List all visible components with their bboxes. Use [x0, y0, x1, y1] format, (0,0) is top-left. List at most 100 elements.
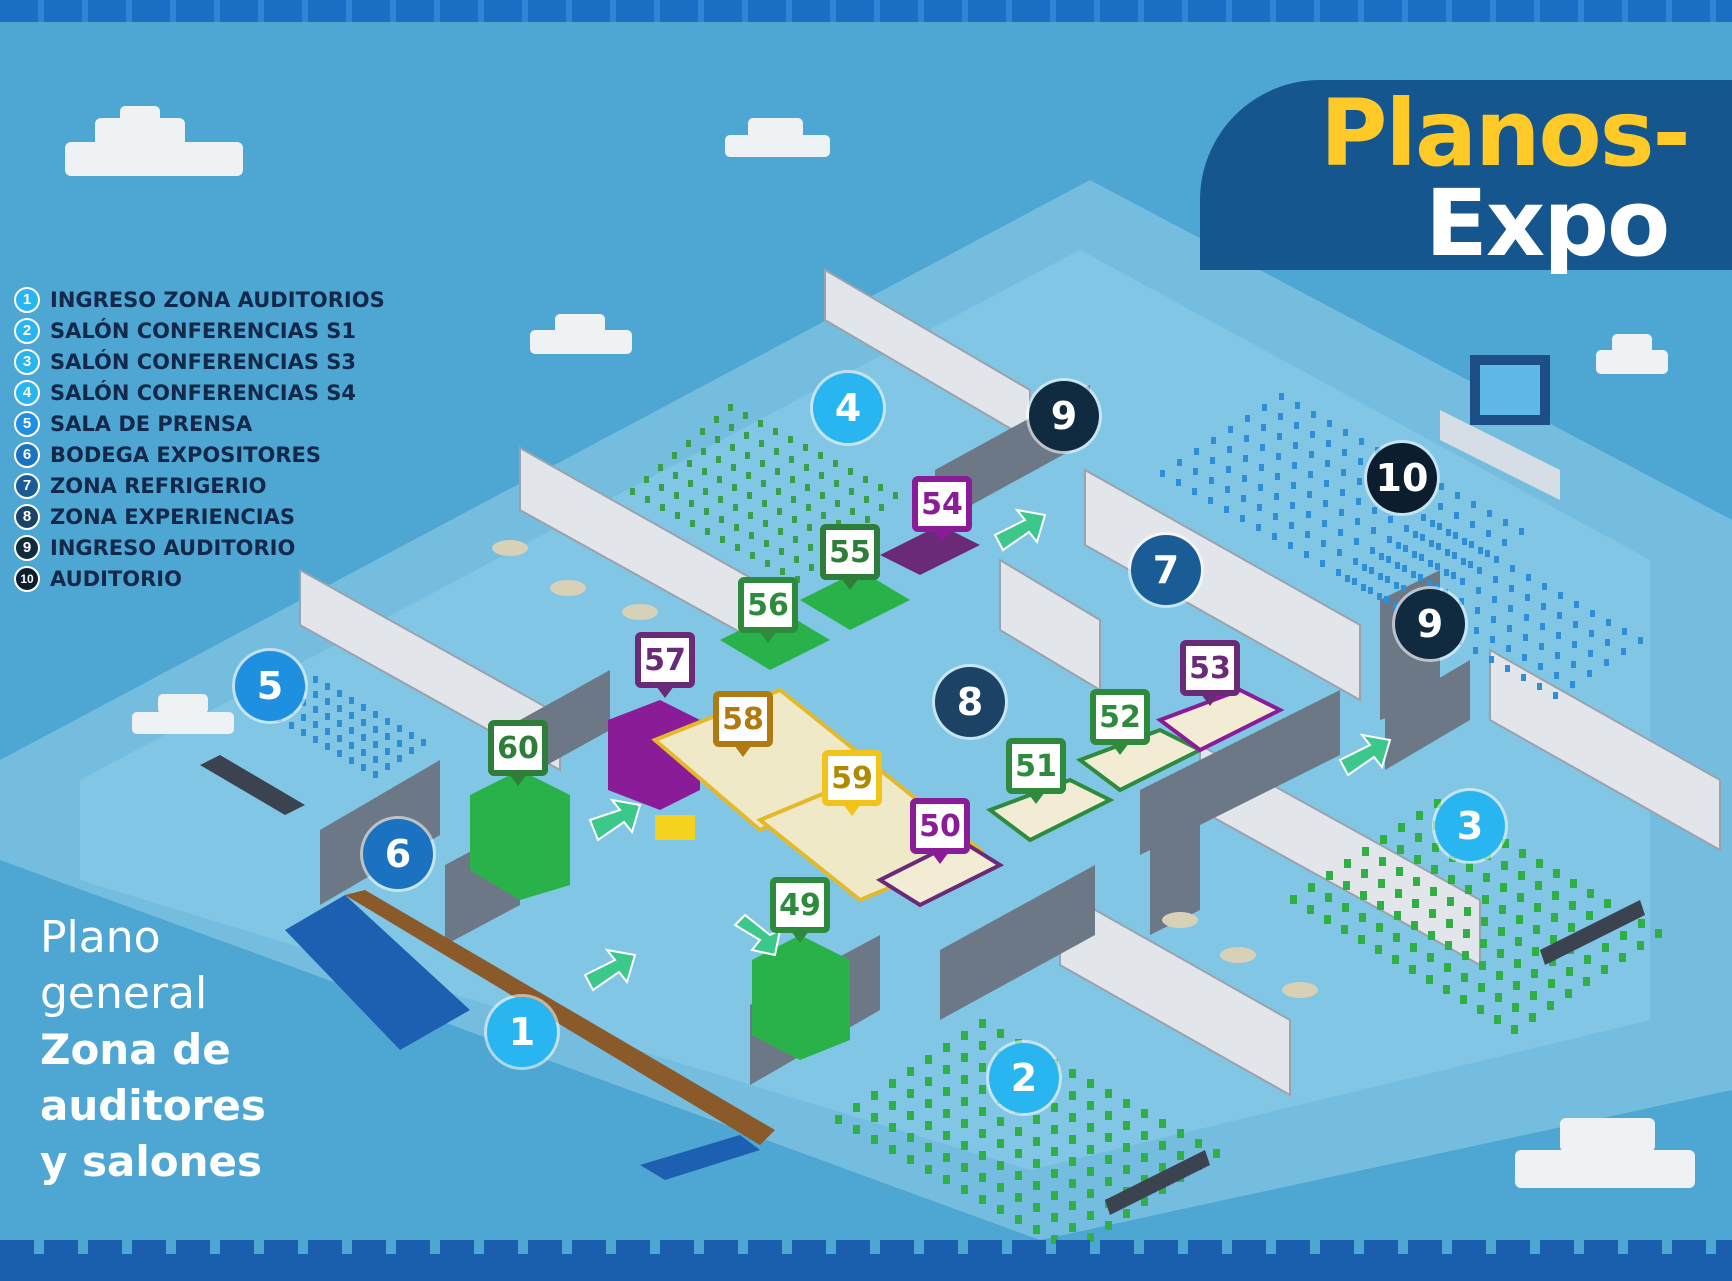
zone-marker-6[interactable]: 6	[363, 819, 433, 889]
chair	[1358, 935, 1365, 944]
chair	[1401, 585, 1406, 592]
zone-marker-4[interactable]: 4	[813, 373, 883, 443]
stand-tag-59[interactable]: 59	[822, 750, 882, 816]
chair	[961, 1141, 968, 1150]
chair	[1105, 1089, 1112, 1098]
zone-marker-3[interactable]: 3	[1435, 791, 1505, 861]
chair	[1430, 520, 1435, 527]
chair	[1427, 580, 1432, 587]
chair	[818, 452, 823, 459]
chair	[1277, 433, 1282, 440]
stand-tag-49[interactable]: 49	[770, 877, 830, 943]
chair	[1051, 1125, 1058, 1134]
chair	[763, 520, 768, 527]
stand-tag-54[interactable]: 54	[912, 476, 972, 542]
chair	[747, 492, 752, 499]
zone-marker-7[interactable]: 7	[1131, 535, 1201, 605]
stand-tag-56[interactable]: 56	[738, 577, 798, 643]
stand-tag-52[interactable]: 52	[1090, 689, 1150, 755]
chair	[961, 1075, 968, 1084]
chair	[337, 690, 342, 697]
chair	[1289, 522, 1294, 529]
zone-marker-1[interactable]: 1	[487, 997, 557, 1067]
zone-marker-10[interactable]: 10	[1367, 443, 1437, 513]
chair	[1570, 879, 1577, 888]
chair	[1430, 887, 1437, 896]
stand-tag-55[interactable]: 55	[820, 524, 880, 590]
chair	[1326, 871, 1333, 880]
cloud-icon	[1596, 334, 1668, 374]
chair	[1462, 538, 1467, 545]
chair	[943, 1087, 950, 1096]
zone-marker-8[interactable]: 8	[935, 667, 1005, 737]
chair	[1208, 497, 1213, 504]
zone-marker-5[interactable]: 5	[235, 651, 305, 721]
chair	[731, 464, 736, 471]
chair	[1525, 594, 1530, 601]
chair	[1413, 877, 1420, 886]
chair	[1378, 573, 1383, 580]
chair	[1507, 625, 1512, 632]
chair	[719, 516, 724, 523]
stand-tag-50[interactable]: 50	[910, 798, 970, 864]
stand-tag-51[interactable]: 51	[1006, 738, 1066, 804]
chair	[1466, 863, 1473, 872]
chair	[835, 1115, 842, 1124]
chair	[1123, 1121, 1130, 1130]
caption-line-3: Zona de	[40, 1025, 231, 1074]
legend-label: SALA DE PRENSA	[50, 411, 253, 436]
chair	[1307, 905, 1314, 914]
stand-tag-60[interactable]: 60	[488, 720, 548, 786]
chair	[313, 676, 318, 683]
chair	[1213, 1149, 1220, 1158]
stand-tag-57[interactable]: 57	[635, 632, 695, 698]
chair	[716, 456, 721, 463]
chair	[1195, 1139, 1202, 1148]
chair	[1244, 435, 1249, 442]
chair	[1449, 853, 1456, 862]
zone-marker-9[interactable]: 9	[1395, 589, 1465, 659]
chair	[1514, 959, 1521, 968]
chair	[1360, 891, 1367, 900]
chair	[1497, 949, 1504, 958]
chair	[1377, 593, 1382, 600]
chair	[1033, 1203, 1040, 1212]
chair	[1551, 913, 1558, 922]
stand-tag-58[interactable]: 58	[713, 691, 773, 757]
chair	[675, 512, 680, 519]
chair	[1461, 558, 1466, 565]
chair	[337, 720, 342, 727]
chair	[1638, 637, 1643, 644]
chair	[361, 704, 366, 711]
chair	[1069, 1201, 1076, 1210]
chair	[1105, 1133, 1112, 1142]
zone-marker-2[interactable]: 2	[989, 1043, 1059, 1113]
chair	[1637, 941, 1644, 950]
chair	[397, 725, 402, 732]
chair	[1491, 616, 1496, 623]
zone-marker-9[interactable]: 9	[1029, 381, 1099, 451]
stand-tag-53[interactable]: 53	[1180, 640, 1240, 706]
chair	[997, 1139, 1004, 1148]
chair	[1380, 835, 1387, 844]
chair	[1404, 525, 1409, 532]
chair	[1372, 507, 1377, 514]
chair	[1358, 458, 1363, 465]
legend-number-badge: 7	[14, 472, 40, 499]
chair	[1512, 1003, 1519, 1012]
chair	[1341, 469, 1346, 476]
chair	[1087, 1211, 1094, 1220]
chair	[1485, 550, 1490, 557]
legend-number-badge: 4	[14, 379, 40, 406]
chair	[349, 697, 354, 704]
chair	[979, 1107, 986, 1116]
chair	[1279, 393, 1284, 400]
chair	[1500, 883, 1507, 892]
chair	[1324, 915, 1331, 924]
chair	[1352, 578, 1357, 585]
map-caption: Plano general Zona de auditores y salone…	[40, 910, 266, 1190]
chair	[1506, 645, 1511, 652]
chair	[1344, 859, 1351, 868]
